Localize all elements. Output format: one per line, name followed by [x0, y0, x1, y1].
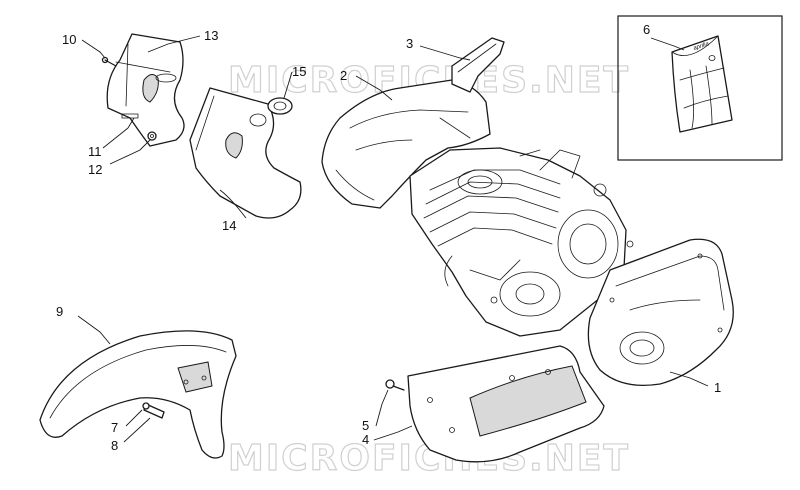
- callout-6: 6: [643, 22, 650, 37]
- bolt-5-part: [385, 379, 405, 391]
- clutch-cover-part: [587, 238, 734, 387]
- callout-8: 8: [111, 438, 118, 453]
- callout-13: 13: [204, 28, 218, 43]
- inset-box: aprilia: [617, 15, 783, 161]
- cover-bag-part: aprilia: [671, 35, 733, 133]
- callout-11: 11: [88, 144, 102, 159]
- callout-7: 7: [111, 420, 118, 435]
- leader-lines: [77, 35, 709, 443]
- front-fender-part: [39, 330, 237, 459]
- callout-10: 10: [62, 32, 76, 47]
- cylinder-cover-part: [321, 79, 491, 209]
- callout-1: 1: [714, 380, 721, 395]
- callout-2: 2: [340, 68, 347, 83]
- callout-5: 5: [362, 418, 369, 433]
- callout-9: 9: [56, 304, 63, 319]
- engine-block: [409, 147, 634, 337]
- screw-10-part: [101, 56, 117, 67]
- grommet-part: [249, 97, 293, 127]
- callout-15: 15: [292, 64, 306, 79]
- callouts: 1 2 3 4 5 6 7 8 9 10 11 12 13 14 15: [56, 22, 721, 453]
- bag-brand-text: aprilia: [693, 41, 711, 52]
- washer-12-part: [147, 131, 157, 141]
- bolt-7-part: [142, 402, 165, 419]
- skid-plate-part: [407, 345, 605, 463]
- callout-3: 3: [406, 36, 413, 51]
- sprocket-cover-part: [106, 33, 185, 147]
- air-duct-part: [451, 37, 505, 93]
- callout-14: 14: [222, 218, 236, 233]
- chain-guard-part: [189, 87, 302, 219]
- callout-12: 12: [88, 162, 102, 177]
- callout-4: 4: [362, 432, 369, 447]
